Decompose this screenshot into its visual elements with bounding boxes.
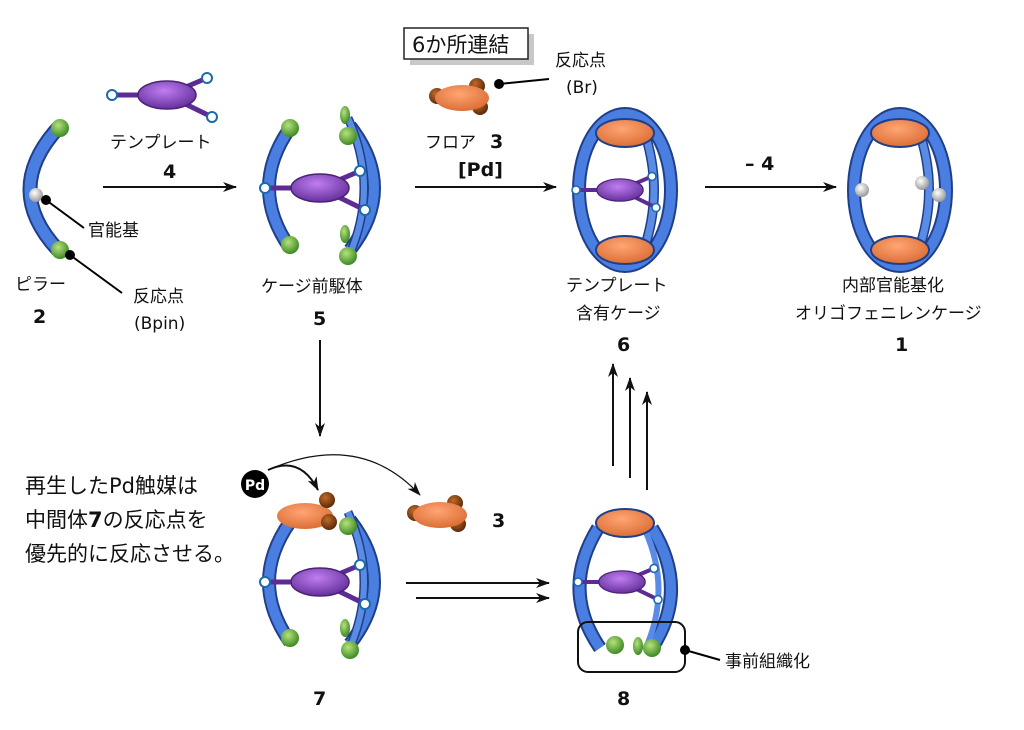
functional-group-ball xyxy=(29,188,43,202)
floor-reactive-site-label: 反応点 xyxy=(555,51,606,71)
preorganized-label: 事前組織化 xyxy=(725,652,810,672)
intermediate-molecule xyxy=(260,492,374,659)
released-floor-molecule xyxy=(407,495,467,532)
pd-catalyst-badge xyxy=(241,470,269,498)
cage-precursor-molecule xyxy=(260,106,374,265)
template-cage-molecule xyxy=(572,114,671,266)
template-removal-label: – 4 xyxy=(745,153,774,175)
note-line3: 優先的に反応させる。 xyxy=(25,542,235,566)
template-cage-line2: 含有ケージ xyxy=(576,304,661,324)
pillar-number: 2 xyxy=(33,306,46,328)
precursor-number: 5 xyxy=(313,308,326,330)
floor-number: 3 xyxy=(490,131,503,153)
note-line1: 再生したPd触媒は xyxy=(25,474,198,498)
preorganized-number: 8 xyxy=(617,688,630,710)
intermediate-number: 7 xyxy=(313,688,326,710)
floor-name: フロア xyxy=(425,133,476,153)
template-cage-line1: テンプレート xyxy=(566,276,668,296)
product-line2: オリゴフェニレンケージ xyxy=(795,303,982,324)
floor-reactive-group-label: (Br) xyxy=(566,78,598,98)
product-cage-molecule xyxy=(854,114,946,266)
release-arrow xyxy=(267,454,421,496)
precursor-name: ケージ前駆体 xyxy=(261,277,363,297)
pillar-name: ピラー xyxy=(15,275,66,295)
note-line2: 中間体7の反応点を xyxy=(25,508,208,532)
catalyst-label: [Pd] xyxy=(458,159,503,181)
six-bond-label: 6か所連結 xyxy=(412,33,509,57)
reactive-group-label: (Bpin) xyxy=(134,314,185,334)
pd-badge-text: Pd xyxy=(245,478,265,494)
functional-group-label: 官能基 xyxy=(88,221,139,241)
template-molecule xyxy=(107,73,217,122)
template-number: 4 xyxy=(163,161,176,183)
template-cage-number: 6 xyxy=(617,334,630,356)
catalyst-arrow xyxy=(267,464,319,491)
template-name: テンプレート xyxy=(110,133,212,153)
pillar-molecule xyxy=(22,119,123,294)
reactive-site-ball xyxy=(51,119,69,137)
floor-molecule xyxy=(429,78,489,115)
product-line1: 内部官能基化 xyxy=(842,276,944,296)
product-number: 1 xyxy=(895,334,908,356)
six-bond-box xyxy=(403,27,529,60)
reactive-site-label: 反応点 xyxy=(133,287,184,307)
preorganized-molecule xyxy=(574,508,678,657)
released-floor-number: 3 xyxy=(492,510,505,532)
